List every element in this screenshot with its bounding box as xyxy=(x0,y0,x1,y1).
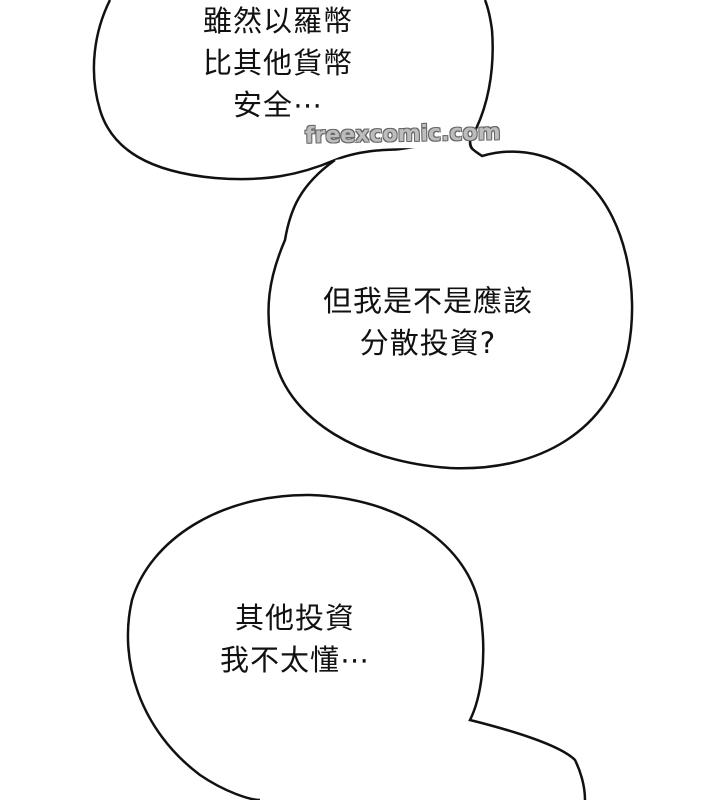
bubble-line: 其他投資 xyxy=(235,601,356,635)
speech-bubble-3-outline xyxy=(126,493,587,800)
speech-bubble-2-outline xyxy=(267,139,634,470)
speech-bubble-2-text: 但我是不是應該 分散投資? xyxy=(323,280,533,364)
bubble-line: 分散投資? xyxy=(359,326,497,360)
bubble-line: 比其他貨幣 xyxy=(203,46,354,80)
bubble-line: 但我是不是應該 xyxy=(323,284,534,318)
speech-bubble-1-text: 雖然以羅幣 比其他貨幣 安全⋯ xyxy=(203,0,353,126)
speech-bubble-1-outline xyxy=(92,0,494,181)
bubble-line: 安全⋯ xyxy=(233,88,324,122)
watermark-logo: freexcomic.com xyxy=(304,120,501,149)
bubble-line: 我不太懂⋯ xyxy=(220,643,371,677)
speech-bubble-3-text: 其他投資 我不太懂⋯ xyxy=(220,597,370,681)
bubble-line: 雖然以羅幣 xyxy=(203,4,354,38)
